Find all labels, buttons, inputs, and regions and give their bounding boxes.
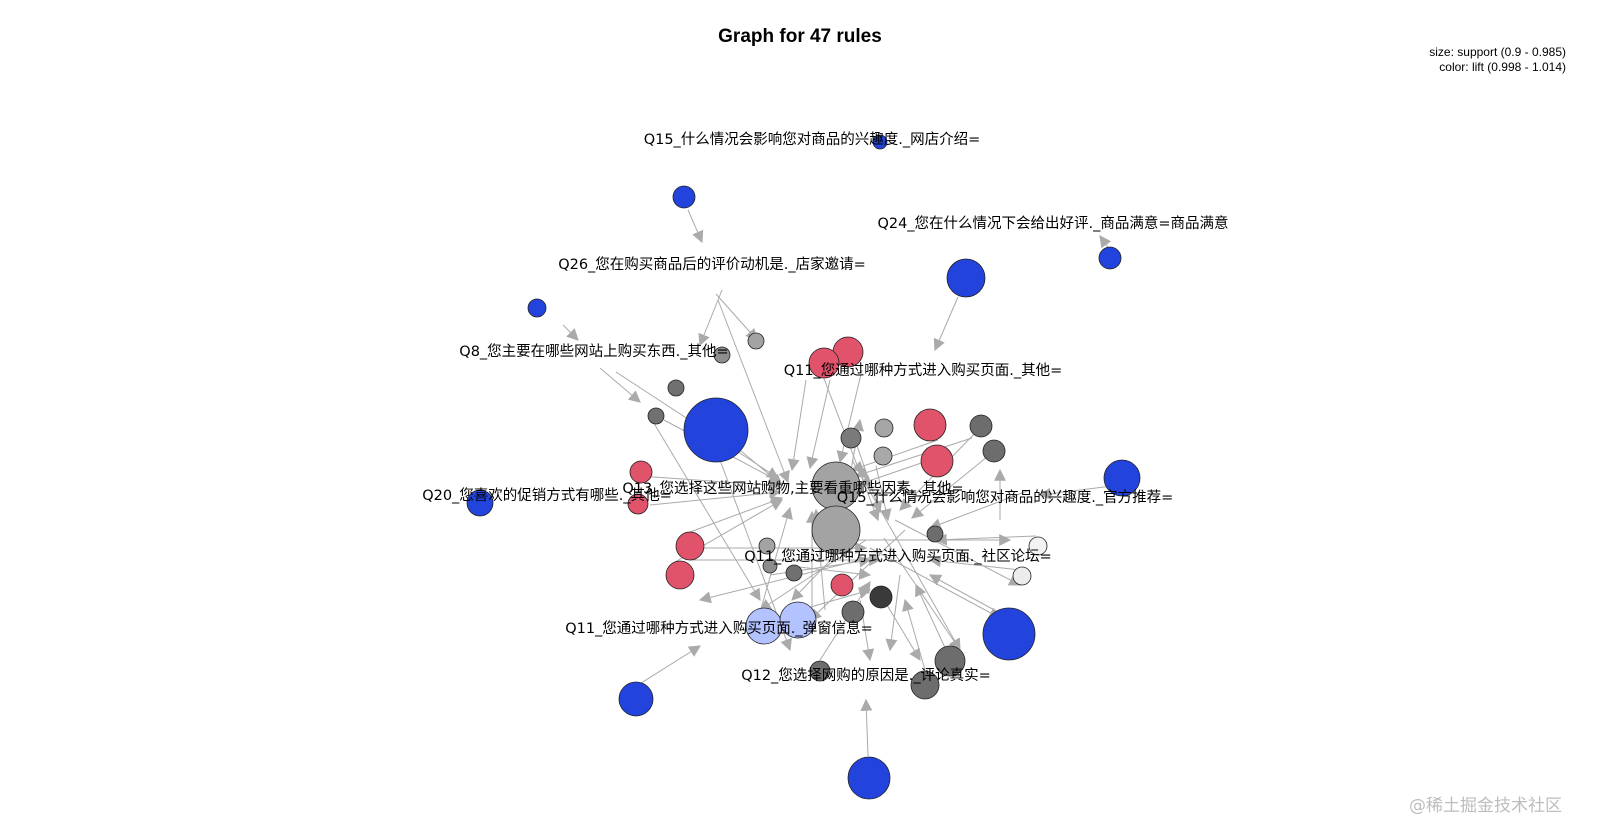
rule-node: [758, 537, 776, 555]
rule-edge: [715, 293, 758, 341]
rule-edge: [799, 587, 872, 611]
item-label-q20-other: Q20_您喜欢的促销方式有哪些._其他=: [422, 487, 672, 504]
rule-edge: [687, 209, 704, 244]
rule-node: [466, 489, 494, 517]
rule-node: [1098, 246, 1122, 270]
rule-edge: [933, 296, 959, 352]
rule-edge: [934, 533, 1037, 546]
rule-edge: [758, 539, 867, 611]
rule-edge: [915, 583, 948, 653]
rule-node: [982, 439, 1006, 463]
rule-node: [869, 585, 893, 609]
rule-edge: [599, 367, 641, 403]
rule-edge: [717, 299, 790, 484]
rule-node: [672, 185, 696, 209]
item-label-q12-reviews: Q12_您选择网购的原因是._评论真实=: [741, 666, 991, 684]
rule-node: [811, 505, 861, 555]
graph-nodes: [466, 134, 1141, 800]
rule-node: [527, 298, 547, 318]
rule-node: [665, 560, 695, 590]
rule-node: [667, 379, 685, 397]
rule-node: [920, 444, 954, 478]
item-label-q11-popup: Q11_您通过哪种方式进入购买页面._弹窗信息=: [565, 619, 873, 637]
rule-edge: [689, 496, 784, 533]
rule-edge: [928, 555, 1021, 571]
rule-edge: [860, 698, 873, 757]
legend-color: color: lift (0.998 - 1.014): [1439, 60, 1566, 74]
item-label-q15-shop-intro: Q15_什么情况会影响您对商品的兴趣度._网店介绍=: [644, 131, 981, 148]
rule-edge: [639, 475, 782, 492]
rule-node: [629, 460, 653, 484]
legend-size: size: support (0.9 - 0.985): [1429, 45, 1566, 59]
rule-node: [969, 414, 993, 438]
rule-edge: [902, 598, 926, 671]
rule-edge: [1038, 485, 1113, 500]
rule-node: [779, 601, 817, 639]
rule-edge: [854, 439, 883, 514]
rule-node: [1012, 566, 1032, 586]
chart-title: Graph for 47 rules: [718, 26, 882, 47]
rule-edge: [649, 487, 782, 506]
watermark: @稀土掘金技术社区: [1409, 796, 1562, 816]
rule-node: [808, 347, 840, 379]
rule-node: [809, 660, 831, 682]
rule-node: [982, 607, 1036, 661]
rule-edge: [928, 574, 999, 613]
rule-edge: [854, 437, 973, 479]
rule-edge: [787, 379, 807, 472]
item-label-q24-satisfied: Q24_您在什么情况下会给出好评._商品满意=商品满意: [877, 214, 1228, 232]
rule-node: [913, 408, 947, 442]
rule-node: [1028, 536, 1048, 556]
rule-edge: [885, 574, 901, 652]
rule-node: [946, 258, 986, 298]
rule-node: [618, 681, 654, 717]
rule-node: [647, 407, 665, 425]
rule-edge: [806, 379, 831, 470]
rule-node: [762, 558, 778, 574]
rule-edge: [698, 289, 723, 347]
item-label-q15-official: Q15_什么情况会影响您对商品的兴趣度._官方推荐=: [837, 489, 1174, 506]
rule-node: [874, 418, 894, 438]
rule-node: [785, 564, 803, 582]
rule-edge: [869, 547, 1002, 619]
rule-node: [847, 756, 891, 800]
rule-edge: [740, 450, 783, 486]
rule-node: [872, 134, 888, 150]
rule-edge: [850, 439, 939, 473]
rule-edge: [894, 519, 1022, 586]
graph-labels: Q15_什么情况会影响您对商品的兴趣度._网店介绍= Q24_您在什么情况下会给…: [422, 131, 1228, 684]
item-label-q13-other: Q13_您选择这些网站购物,主要看重哪些因素._其他=: [622, 480, 963, 497]
item-label-q11-other: Q11_您通过哪种方式进入购买页面._其他=: [784, 362, 1063, 379]
rule-node: [830, 573, 854, 597]
rule-node: [713, 346, 731, 364]
rule-node: [934, 645, 966, 677]
rule-node: [910, 670, 940, 700]
rule-node: [683, 397, 749, 463]
rule-edge: [836, 369, 863, 464]
item-label-q11-forum: Q11_您通过哪种方式进入购买页面._社区论坛=: [744, 548, 1052, 565]
item-label-q26-seller-invite: Q26_您在购买商品后的评价动机是._店家邀请=: [558, 256, 866, 273]
rule-node: [675, 531, 705, 561]
rule-edge: [651, 419, 761, 602]
rule-node: [873, 446, 893, 466]
rule-edge: [883, 537, 961, 651]
rule-node: [627, 493, 649, 515]
item-label-q8-other: Q8_您主要在哪些网站上购买东西._其他=: [459, 343, 728, 360]
rule-node: [840, 427, 862, 449]
rule-edge: [911, 447, 999, 519]
rule-edge: [858, 459, 931, 487]
rule-edge: [875, 465, 892, 522]
rule-edge: [851, 459, 961, 652]
rule-node: [1103, 459, 1141, 497]
rule-edge: [928, 489, 1031, 530]
rule-edge: [789, 565, 872, 580]
rule-node: [841, 600, 865, 624]
rule-node: [747, 332, 765, 350]
rule-node: [926, 525, 944, 543]
rule-edge: [562, 324, 579, 341]
